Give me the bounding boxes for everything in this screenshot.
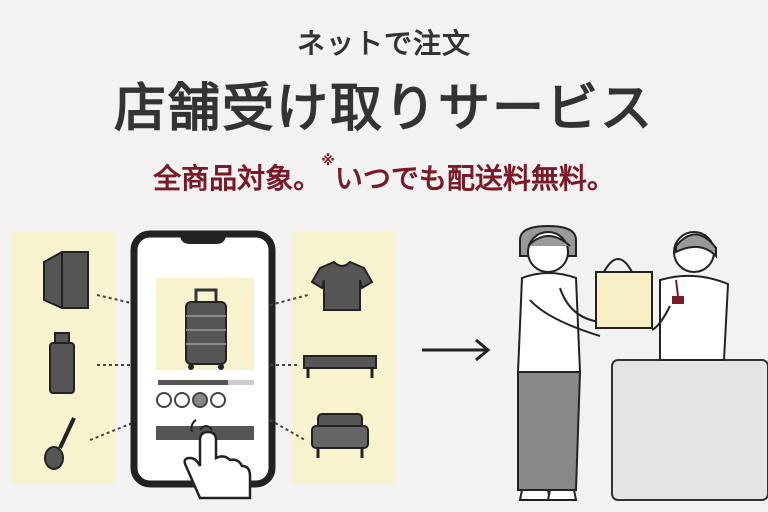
tagline-part2: いつでも配送料無料。 <box>334 162 615 195</box>
right-connectors <box>269 294 309 441</box>
color-swatches[interactable] <box>156 392 226 408</box>
hand-icon <box>183 419 252 500</box>
progress-fill <box>158 380 228 385</box>
customer-figure <box>516 224 601 501</box>
smartphone <box>130 230 276 488</box>
file-box-icon <box>43 251 89 309</box>
arrow-right-icon <box>422 338 491 362</box>
shopping-bag-icon <box>595 258 653 329</box>
tagline-part1: 全商品対象。 <box>153 162 322 195</box>
bench-icon <box>303 355 377 378</box>
tshirt-icon <box>310 260 374 311</box>
subtitle: ネットで注文 <box>296 27 471 60</box>
page-title: 店舗受け取りサービス <box>113 79 654 139</box>
bottle-icon <box>49 332 75 394</box>
tagline: 全商品対象。※いつでも配送料無料。 <box>0 153 768 197</box>
store-counter <box>611 359 768 501</box>
spoon-icon <box>44 417 76 470</box>
clerk-figure <box>651 231 730 361</box>
armchair-icon <box>311 413 369 458</box>
asterisk-mark: ※ <box>321 153 335 169</box>
suitcase-icon <box>185 288 227 370</box>
